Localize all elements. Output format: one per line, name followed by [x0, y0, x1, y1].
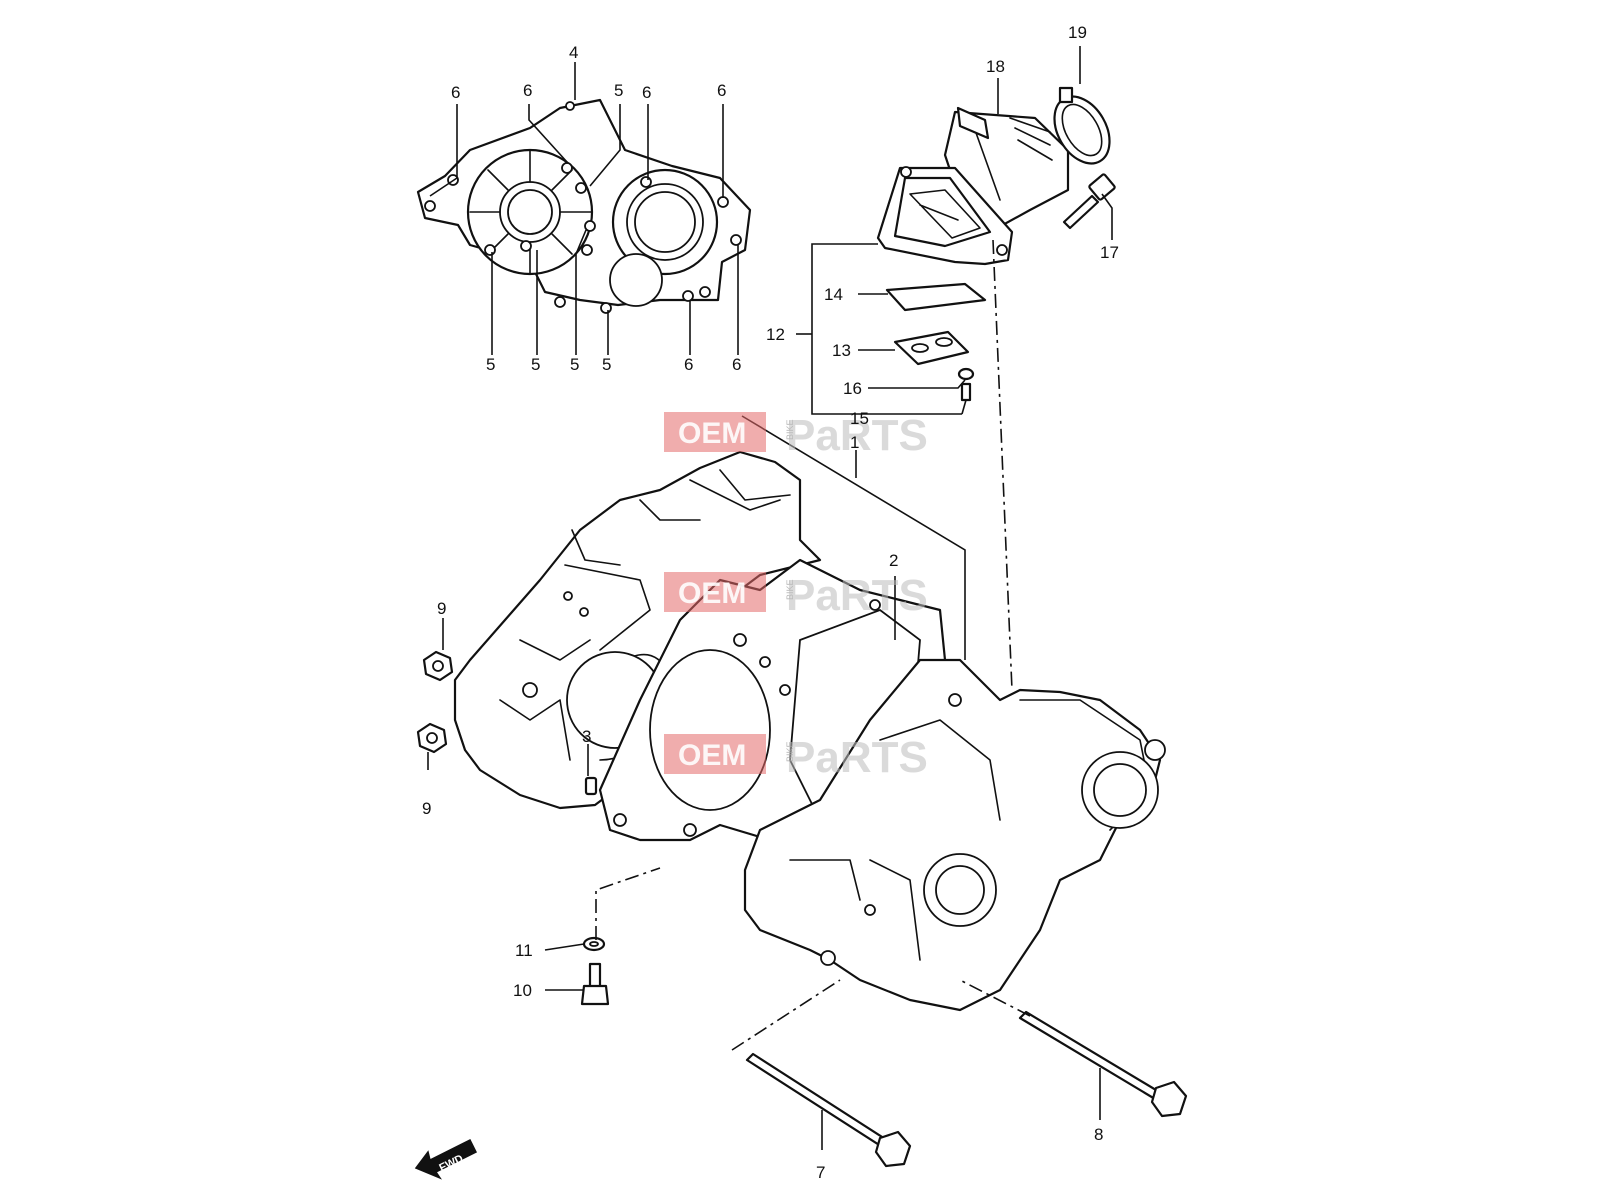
callout-9: 9	[422, 799, 431, 818]
part-12-reed-valve	[876, 166, 1014, 266]
part-1-crankcase-right	[743, 658, 1166, 1012]
svg-text:BIKE: BIKE	[785, 579, 795, 600]
callout-9: 9	[437, 599, 446, 618]
svg-text:BIKE: BIKE	[785, 419, 795, 440]
callout-17: 17	[1100, 243, 1119, 262]
callout-15: 15	[850, 409, 869, 428]
callout-5: 5	[614, 81, 623, 100]
part-8-long-bolt	[1018, 1010, 1188, 1118]
callout-labels: 4 6 6 5 6 6 5 5 5 5 6 6 19 18 17 14 12 1…	[422, 23, 1119, 1182]
callout-7: 7	[816, 1163, 825, 1182]
part-16-washer	[957, 367, 975, 381]
callout-6: 6	[642, 83, 651, 102]
callout-6: 6	[732, 355, 741, 374]
fwd-arrow-icon: FWD	[414, 1138, 478, 1180]
assembly-dash-lines	[595, 239, 1031, 1051]
part-17-bolt	[1062, 173, 1116, 230]
callout-6: 6	[684, 355, 693, 374]
callout-14: 14	[824, 285, 843, 304]
part-7-long-bolt	[745, 1052, 912, 1168]
callout-6: 6	[717, 81, 726, 100]
watermark-1: OEM BIKE PaRTS	[664, 411, 928, 460]
callout-5: 5	[570, 355, 579, 374]
svg-text:PaRTS: PaRTS	[786, 571, 928, 620]
part-9-nut-lower	[416, 722, 448, 754]
part-10-bolt	[580, 962, 610, 1006]
callout-13: 13	[832, 341, 851, 360]
part-19-clamp	[1053, 86, 1111, 165]
part-9-nut-upper	[422, 650, 454, 682]
svg-text:OEM: OEM	[678, 417, 746, 450]
callout-19: 19	[1068, 23, 1087, 42]
callout-10: 10	[513, 981, 532, 1000]
callout-3: 3	[582, 727, 591, 746]
watermark-3: OEM BIKE PaRTS	[664, 733, 928, 782]
callout-5: 5	[602, 355, 611, 374]
callout-12: 12	[766, 325, 785, 344]
svg-text:OEM: OEM	[678, 739, 746, 772]
part-4-crankcase-cover	[416, 98, 752, 314]
callout-18: 18	[986, 57, 1005, 76]
part-14-reed-petal	[885, 282, 987, 312]
callout-5: 5	[531, 355, 540, 374]
callout-6: 6	[523, 81, 532, 100]
svg-text:PaRTS: PaRTS	[786, 733, 928, 782]
part-13-reed-stopper	[893, 330, 970, 366]
part-15-screw	[960, 382, 972, 402]
callout-5: 5	[486, 355, 495, 374]
svg-text:PaRTS: PaRTS	[786, 411, 928, 460]
callout-16: 16	[843, 379, 862, 398]
callout-1: 1	[850, 433, 859, 452]
watermark-2: OEM BIKE PaRTS	[664, 571, 928, 620]
part-11-washer	[582, 936, 606, 952]
leader-lines	[427, 46, 1113, 1150]
svg-text:BIKE: BIKE	[785, 741, 795, 762]
svg-text:OEM: OEM	[678, 577, 746, 610]
callout-11: 11	[515, 941, 533, 960]
callout-6: 6	[451, 83, 460, 102]
callout-4: 4	[569, 43, 578, 62]
callout-8: 8	[1094, 1125, 1103, 1144]
callout-2: 2	[889, 551, 898, 570]
